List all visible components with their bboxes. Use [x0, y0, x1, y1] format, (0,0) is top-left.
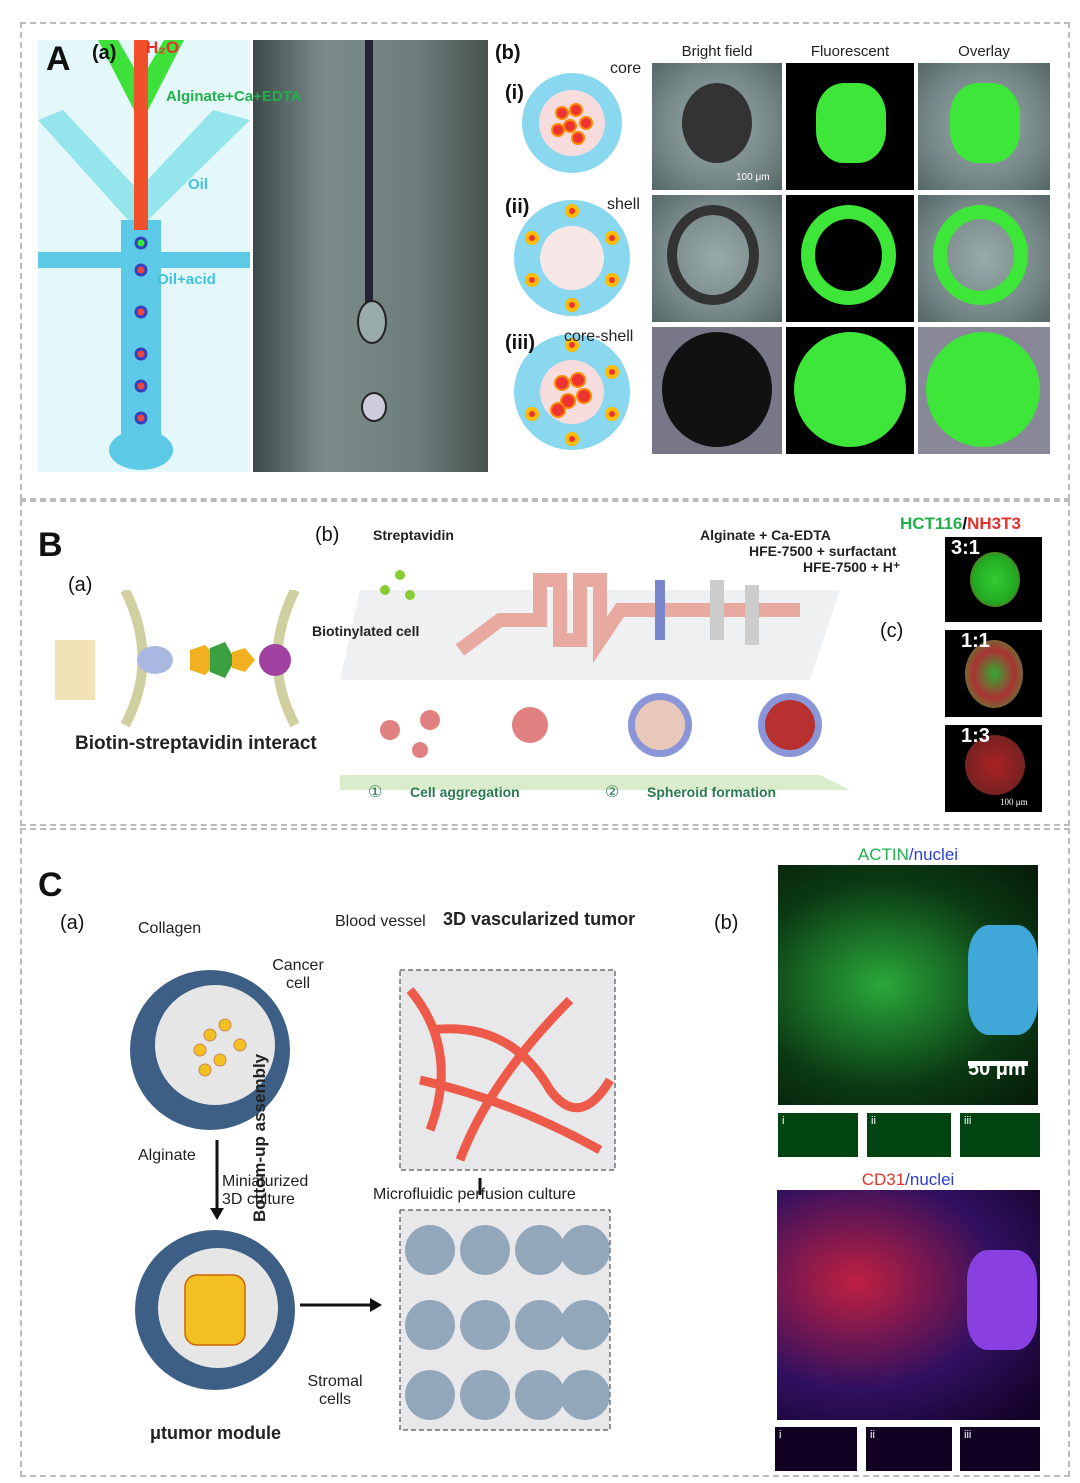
cd31-label: CD31	[861, 1170, 906, 1189]
panel-b	[20, 500, 1070, 826]
collagen-label: Collagen	[138, 920, 202, 937]
cd31-slice-i: i	[775, 1427, 857, 1471]
stromal-cells-label: Stromal cells	[307, 1373, 363, 1408]
column-header: Overlay	[958, 43, 1010, 60]
row-name: core	[610, 60, 642, 77]
step-1-label: Cell aggregation	[410, 784, 520, 800]
overlay-core	[918, 63, 1050, 190]
column-header: Bright field	[681, 43, 753, 60]
fluorescent-core	[786, 63, 914, 190]
sub-label-a: (a)	[92, 42, 117, 64]
cd31-slice-iii: iii	[960, 1427, 1040, 1471]
sub-label-b: (b)	[714, 912, 739, 934]
row-num: (iii)	[505, 332, 535, 354]
sub-label-c: (c)	[880, 620, 904, 642]
oil-acid-label: Oil+acid	[157, 271, 216, 288]
row-num: (ii)	[505, 196, 530, 218]
cd31-slice-ii: ii	[866, 1427, 952, 1471]
nuclei-label: /nuclei	[908, 845, 959, 864]
nuclei-label: /nuclei	[905, 1170, 955, 1189]
bottom-up-assembly-label: Bottom-up assembly	[250, 1053, 269, 1222]
legend-hct116: HCT116	[900, 514, 963, 533]
legend-separator: /	[962, 514, 968, 533]
utumor-module-label: μtumor module	[150, 1423, 282, 1443]
chip-micrograph	[253, 40, 488, 472]
biotin-label: Biotin-streptavidin interact	[75, 733, 317, 754]
hfe-acid-label: HFE-7500 + H⁺	[803, 559, 901, 575]
sub-label-b: (b)	[315, 524, 340, 546]
step-2-number: ②	[605, 784, 620, 801]
microcapsule-schematics	[514, 73, 630, 450]
slice-label: i	[782, 1115, 785, 1127]
droplet-chip-diagram	[38, 40, 250, 470]
ratio-label: 1:1	[961, 630, 990, 652]
slice-label: iii	[964, 1115, 972, 1127]
panel-a	[20, 22, 1070, 500]
blood-vessel-label: Blood vessel	[335, 913, 426, 930]
panel-a-letter: A	[46, 40, 71, 78]
bright-field-core	[652, 63, 782, 190]
cancer-cell-label: Cancer cell	[272, 957, 324, 992]
actin-slice-i: i	[778, 1113, 858, 1157]
cd31-nuclei-title: CD31/nuclei	[778, 1170, 1038, 1190]
bright-field-core-shell	[652, 327, 782, 454]
slice-label: iii	[964, 1429, 972, 1441]
fluorescent-core-shell	[786, 327, 914, 454]
overlay-shell	[918, 195, 1050, 322]
step-2-label: Spheroid formation	[647, 784, 777, 800]
hfe-surfactant-label: HFE-7500 + surfactant	[749, 543, 897, 559]
biotin-streptavidin-diagram	[55, 590, 300, 728]
cell-legend: HCT116/NH3T3	[900, 514, 1021, 534]
sub-label-a: (a)	[68, 574, 93, 596]
alginate-ca-edta-label: Alginate + Ca-EDTA	[700, 527, 831, 543]
row-name: shell	[607, 196, 640, 213]
alginate-label: Alginate	[138, 1147, 196, 1164]
scale-bar-label: 50 μm	[968, 1058, 1026, 1080]
sub-label-a: (a)	[60, 912, 85, 934]
slice-label: i	[779, 1429, 782, 1441]
perfusion-culture-label: Microfluidic perfusion culture	[373, 1186, 576, 1203]
column-header: Fluorescent	[810, 43, 890, 60]
scale-bar-label: 100 μm	[736, 172, 770, 183]
slice-label: ii	[871, 1115, 876, 1127]
overlay-core-shell	[918, 327, 1050, 454]
actin-slice-ii: ii	[867, 1113, 951, 1157]
biotinylated-cell-label: Biotinylated cell	[312, 623, 420, 639]
spheroid-chip-diagram	[340, 570, 850, 790]
actin-micrograph: 50 μm	[778, 865, 1038, 1105]
scale-bar-label: 100 μm	[1000, 797, 1028, 807]
streptavidin-label: Streptavidin	[373, 527, 454, 543]
spheroid-ratio-3-1: 3:1	[945, 537, 1042, 622]
water-label: H₂O	[146, 38, 180, 57]
ratio-label: 3:1	[951, 537, 980, 559]
slice-label: ii	[870, 1429, 875, 1441]
row-num: (i)	[505, 82, 524, 104]
alginate-label: Alginate+Ca+EDTA	[166, 88, 302, 105]
step-1-number: ①	[368, 784, 383, 801]
row-name: core-shell	[564, 328, 634, 345]
spheroid-ratio-1-1: 1:1	[945, 630, 1042, 717]
actin-nuclei-title: ACTIN/nuclei	[778, 845, 1038, 865]
bright-field-shell	[652, 195, 782, 322]
legend-nh3t3: NH3T3	[967, 514, 1021, 533]
oil-label: Oil	[188, 176, 209, 193]
panel-b-letter: B	[38, 526, 63, 564]
vascularized-tumor-label: 3D vascularized tumor	[443, 909, 636, 929]
miniaturized-culture-label: Miniaturized 3D culture	[222, 1173, 309, 1208]
vascularized-tumor-diagram	[130, 969, 616, 1431]
cd31-micrograph	[777, 1190, 1040, 1420]
panel-c-letter: C	[38, 866, 63, 904]
panel-c	[20, 828, 1070, 1477]
spheroid-ratio-1-3: 1:3 100 μm	[945, 725, 1042, 812]
sub-label-b: (b)	[495, 42, 521, 64]
fluorescent-shell	[786, 195, 914, 322]
actin-label: ACTIN	[857, 845, 909, 864]
chip-schematic	[38, 40, 250, 472]
ratio-label: 1:3	[961, 725, 990, 747]
actin-slice-iii: iii	[960, 1113, 1040, 1157]
